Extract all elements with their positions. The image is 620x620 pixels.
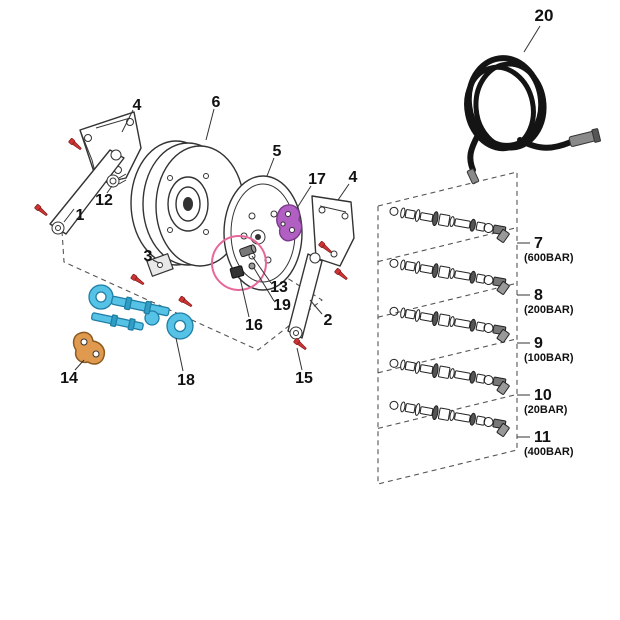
variants-panel: 7 (600BAR) 8 (200BAR) 9 (100BAR) 10 (20B… [377, 171, 574, 485]
valve-part-13 [239, 244, 257, 258]
rating-label-200bar: (200BAR) [524, 304, 574, 316]
screw-icon [130, 273, 146, 287]
callout-labels: 4 6 1 12 5 17 4 3 13 19 16 2 15 18 14 20 [60, 6, 553, 389]
callout-17: 17 [308, 171, 326, 188]
callout-4-right: 4 [349, 169, 358, 186]
callout-14: 14 [60, 370, 78, 387]
swivel-kit-row-9 [387, 303, 512, 345]
rating-label-600bar: (600BAR) [524, 252, 574, 264]
panel-divider [377, 393, 518, 429]
swivel-kit-row-7 [387, 203, 512, 245]
bushing-12 [106, 173, 127, 188]
highlight-circle [211, 235, 267, 291]
part-label-11: 11 [534, 429, 551, 446]
callout-1: 1 [76, 207, 85, 224]
shaft-assembly-18 [88, 284, 194, 340]
reel-disc-5 [223, 175, 303, 291]
callout-3: 3 [144, 248, 153, 265]
highlight-group [211, 235, 267, 291]
block-part-16 [229, 265, 245, 279]
panel-divider [377, 338, 518, 374]
plate-3 [146, 252, 174, 278]
swivel-kit-row-10 [387, 355, 512, 397]
callout-12: 12 [95, 192, 113, 209]
screw-icon [67, 137, 83, 152]
rating-label-400bar: (400BAR) [524, 446, 574, 458]
support-arm-1 [49, 149, 125, 235]
part-label-10: 10 [534, 387, 552, 404]
callout-16: 16 [245, 317, 263, 334]
callout-2: 2 [324, 312, 333, 329]
reel-drum-6 [130, 140, 245, 267]
part-label-8: 8 [534, 287, 543, 304]
screw-icon [333, 267, 349, 282]
hose-end-fitting [466, 168, 480, 185]
screw-icon [33, 203, 49, 218]
crank-part-14 [72, 331, 106, 365]
callout-6: 6 [212, 94, 221, 111]
hose-20 [464, 55, 601, 185]
bracket-left [79, 111, 142, 185]
screw-part-15 [292, 337, 308, 352]
part-label-9: 9 [534, 335, 543, 352]
callout-15: 15 [295, 370, 313, 387]
pin-part-19 [248, 262, 256, 270]
callout-4-left: 4 [133, 97, 142, 114]
hose-fitting [568, 128, 601, 147]
bracket-right [311, 195, 355, 267]
screw-icon [178, 295, 194, 309]
leader-lines [63, 25, 541, 372]
support-arm-2 [287, 252, 323, 340]
panel-divider [377, 282, 518, 318]
rating-label-100bar: (100BAR) [524, 352, 574, 364]
callout-13: 13 [270, 279, 288, 296]
swivel-kit-row-11 [387, 397, 512, 439]
callout-20: 20 [535, 6, 554, 25]
callout-19: 19 [273, 297, 291, 314]
rating-label-20bar: (20BAR) [524, 404, 568, 416]
callout-18: 18 [177, 372, 195, 389]
callout-5: 5 [273, 143, 282, 160]
part-label-7: 7 [534, 235, 543, 252]
swivel-flange-17 [276, 204, 303, 242]
